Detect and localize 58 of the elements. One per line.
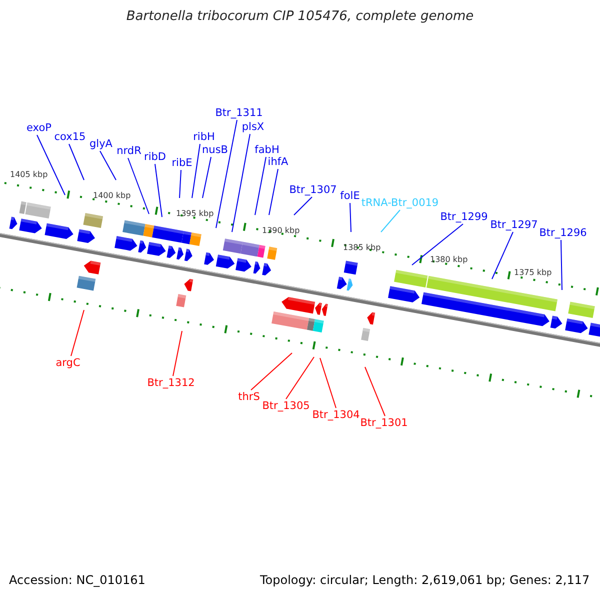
leader-line (70, 310, 84, 356)
scale-label: 1385 kbp (343, 243, 381, 253)
leader-line (154, 164, 162, 218)
scale-label: 1395 kbp (176, 209, 214, 219)
gene-label: ribE (172, 157, 192, 169)
footer-text: Accession: NC_010161 (9, 573, 146, 587)
leader-line (350, 202, 352, 232)
leader-line (268, 168, 278, 216)
leader-line (560, 240, 562, 290)
leader-line (172, 330, 182, 376)
gene-label: exoP (26, 122, 52, 134)
gene-label: glyA (90, 138, 112, 150)
leader-line (380, 210, 400, 232)
gene-label: Btr_1297 (490, 219, 538, 231)
gene-label: Btr_1305 (262, 400, 310, 412)
title: Bartonella tribocorum CIP 105476, complete genome (125, 9, 475, 24)
leader-line (68, 144, 84, 180)
gene-label: Btr_1311 (215, 107, 263, 119)
gene-label: tRNA-Btr_0019 (361, 197, 439, 209)
gene-label: nrdR (116, 145, 142, 157)
leader-line (294, 196, 312, 216)
leader-line (254, 156, 266, 216)
scale-label: 1375 kbp (514, 268, 552, 278)
leader-line (128, 158, 150, 214)
scale-label: 1390 kbp (262, 226, 300, 236)
leader-line (492, 232, 514, 280)
gene-label: cox15 (54, 131, 86, 143)
gene-label: thrS (238, 391, 260, 403)
leader-line (202, 156, 212, 198)
gene-label: Btr_1299 (440, 211, 488, 223)
gene-label: folE (340, 190, 360, 202)
leader-line (179, 170, 182, 198)
gene-label: plsX (242, 121, 264, 133)
leader-line (100, 150, 116, 180)
gene-label: Btr_1312 (147, 377, 195, 389)
leader-line (250, 352, 292, 390)
scale-label: 1400 kbp (93, 191, 131, 201)
gene-label: ribH (193, 131, 215, 143)
gene-label: Btr_1301 (360, 417, 408, 429)
footer-text: Topology: circular; Length: 2,619,061 bp; Genes: 2,117 (260, 573, 590, 587)
leader-line (412, 224, 464, 266)
gene-label: Btr_1304 (312, 409, 360, 421)
gene-label: Btr_1307 (289, 184, 337, 196)
gene-label: ribD (144, 151, 166, 163)
gene-label: Btr_1296 (539, 227, 587, 239)
leader-line (232, 134, 250, 232)
gene-label: fabH (254, 144, 280, 156)
leader-line (320, 358, 336, 408)
gene-label: nusB (202, 144, 228, 156)
leader-line (192, 144, 200, 198)
leader-line (216, 120, 238, 228)
gene-label: argC (56, 357, 80, 369)
leader-line (286, 356, 314, 400)
leader-line (36, 134, 66, 196)
leader-line (364, 366, 386, 416)
scale-label: 1380 kbp (430, 255, 468, 265)
scale-label: 1405 kbp (10, 170, 48, 180)
gene-label: ihfA (268, 156, 288, 168)
